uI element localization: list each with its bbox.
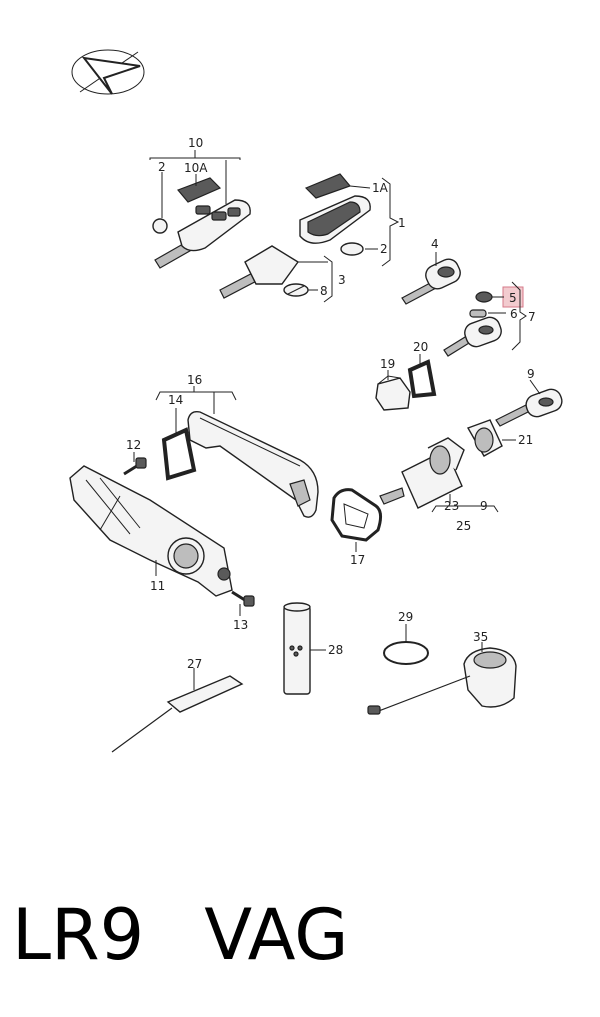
model-code: LR9	[12, 894, 145, 976]
lubricant-tube-28	[283, 602, 311, 695]
callout-6: 6	[510, 307, 518, 321]
key-4	[401, 258, 461, 305]
callout-3: 3	[338, 273, 346, 287]
callout-14: 14	[168, 393, 183, 407]
callout-23: 23	[444, 499, 459, 513]
footer-caption: LR9 VAG	[12, 880, 592, 990]
callout-9-bottom: 9	[480, 499, 488, 513]
callout-4: 4	[431, 237, 439, 251]
housing-21	[466, 419, 503, 457]
brand-name: VAG	[204, 894, 349, 976]
orientation-logo	[71, 49, 145, 95]
callout-29: 29	[398, 610, 413, 624]
callout-10a: 10A	[184, 161, 208, 175]
transponder-parts-5-6	[443, 291, 502, 357]
callout-35: 35	[473, 630, 488, 644]
callout-1a: 1A	[372, 181, 389, 195]
callout-25: 25	[456, 519, 471, 533]
callout-17: 17	[350, 553, 365, 567]
gasket-17	[330, 488, 383, 542]
clip-14	[161, 427, 197, 481]
callout-16: 16	[187, 373, 202, 387]
callout-20: 20	[413, 340, 428, 354]
callout-28: 28	[328, 643, 343, 657]
fuel-cap-35	[367, 647, 517, 715]
callout-9-top: 9	[527, 367, 535, 381]
callout-13: 13	[233, 618, 248, 632]
screw-12	[123, 457, 147, 476]
callout-21: 21	[518, 433, 533, 447]
wire-tool-27	[111, 675, 244, 753]
callout-10: 10	[188, 136, 203, 150]
screw-13	[231, 590, 255, 607]
cap-19	[375, 375, 411, 411]
callout-12: 12	[126, 438, 141, 452]
callout-5: 5	[509, 291, 517, 305]
callout-7: 7	[528, 310, 536, 324]
parts-diagram: 10 2 10A 1A 1 2 3 8 4 5 6 7 20 19 9 16 1…	[69, 49, 563, 753]
key-9	[495, 388, 563, 427]
callout-11: 11	[150, 579, 165, 593]
callout-1: 1	[398, 216, 406, 230]
handle-carrier-11	[69, 465, 233, 597]
o-ring-29	[383, 641, 429, 665]
callout-2-right: 2	[380, 242, 388, 256]
callout-19: 19	[380, 357, 395, 371]
lock-cylinder-23	[379, 437, 465, 509]
callout-8: 8	[320, 284, 328, 298]
seal-20	[407, 359, 437, 399]
key-blade-3	[219, 245, 309, 299]
remote-key-10	[152, 177, 251, 269]
door-handle-16	[187, 410, 319, 518]
callout-2-left: 2	[158, 160, 166, 174]
remote-key-1	[299, 173, 371, 256]
callout-27: 27	[187, 657, 202, 671]
